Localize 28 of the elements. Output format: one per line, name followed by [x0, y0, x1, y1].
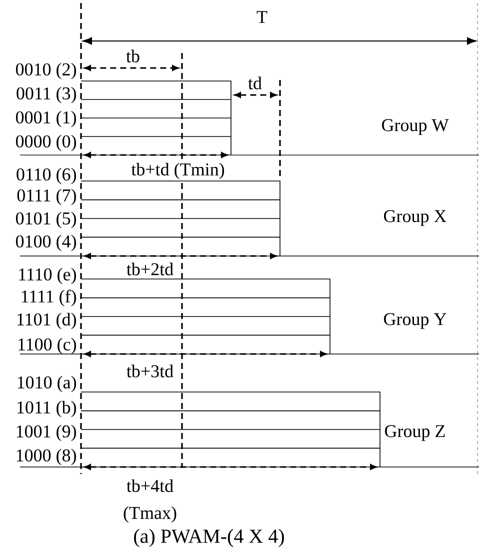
dimension-label: tb+2td [125, 262, 175, 276]
row-label: 1001 (9) [16, 424, 76, 442]
row-label: 0000 (0) [16, 134, 76, 152]
row-label: 1011 (b) [18, 400, 76, 418]
dimension-label: tb [125, 48, 141, 64]
row-label: 1111 (f) [22, 290, 76, 306]
row-label: 0001 (1) [16, 110, 76, 128]
row-label: 0111 (7) [17, 188, 76, 206]
row-label: 0110 (6) [16, 168, 76, 184]
group-label: Group W [380, 118, 450, 136]
row-label: 1000 (8) [16, 448, 76, 466]
row-label: 0101 (5) [16, 212, 76, 228]
caption: (a) PWAM-(4 X 4) [134, 528, 284, 548]
row-label: 0100 (4) [16, 234, 76, 252]
row-label: 0010 (2) [16, 62, 76, 80]
dimension-label: tb+3td [125, 364, 175, 378]
row-label: 1110 (e) [19, 268, 76, 284]
dimension-label: T [256, 10, 268, 24]
group-label: Group Z [383, 424, 447, 442]
group-label: Group X [382, 209, 448, 227]
row-label: 1010 (a) [18, 376, 76, 392]
dimension-label: tb+td (Tmin) [130, 162, 226, 180]
group-label: Group Y [382, 312, 448, 330]
row-label: 1101 (d) [18, 312, 76, 330]
dimension-label: td [247, 76, 263, 90]
dimension-label: tb+4td (Tmax) [124, 479, 176, 523]
row-label: 1100 (c) [18, 338, 76, 354]
row-label: 0011 (3) [16, 86, 76, 104]
